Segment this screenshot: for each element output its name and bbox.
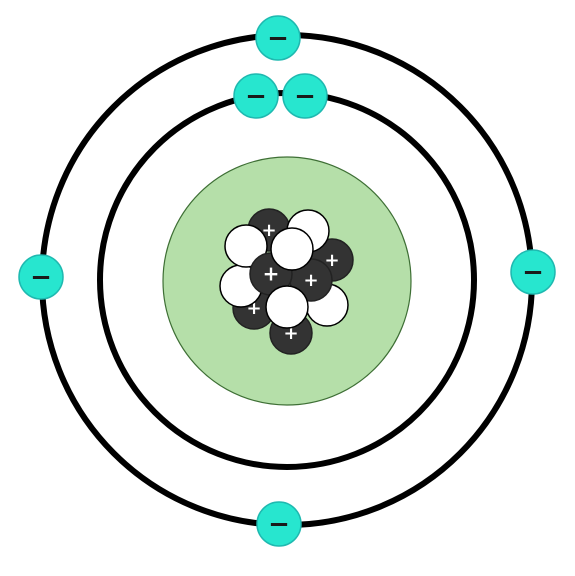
electron-sign: − [268, 510, 290, 540]
electron-sign: − [245, 82, 267, 112]
electron-sign: − [294, 82, 316, 112]
electron-sign: − [30, 263, 52, 293]
proton-sign: + [261, 220, 276, 241]
electron-sign: − [522, 258, 544, 288]
nucleus: + + + + + + [219, 208, 354, 355]
electron: − [510, 249, 556, 295]
neutron [265, 285, 309, 329]
electron: − [256, 501, 302, 547]
electron: − [233, 73, 279, 119]
proton-sign: + [324, 250, 339, 271]
electron: − [282, 73, 328, 119]
proton-sign: + [263, 262, 280, 286]
neutron [224, 224, 268, 268]
electron: − [18, 254, 64, 300]
neutron [270, 227, 314, 271]
electron: − [255, 15, 301, 61]
electron-sign: − [267, 24, 289, 54]
proton-sign: + [303, 270, 318, 291]
